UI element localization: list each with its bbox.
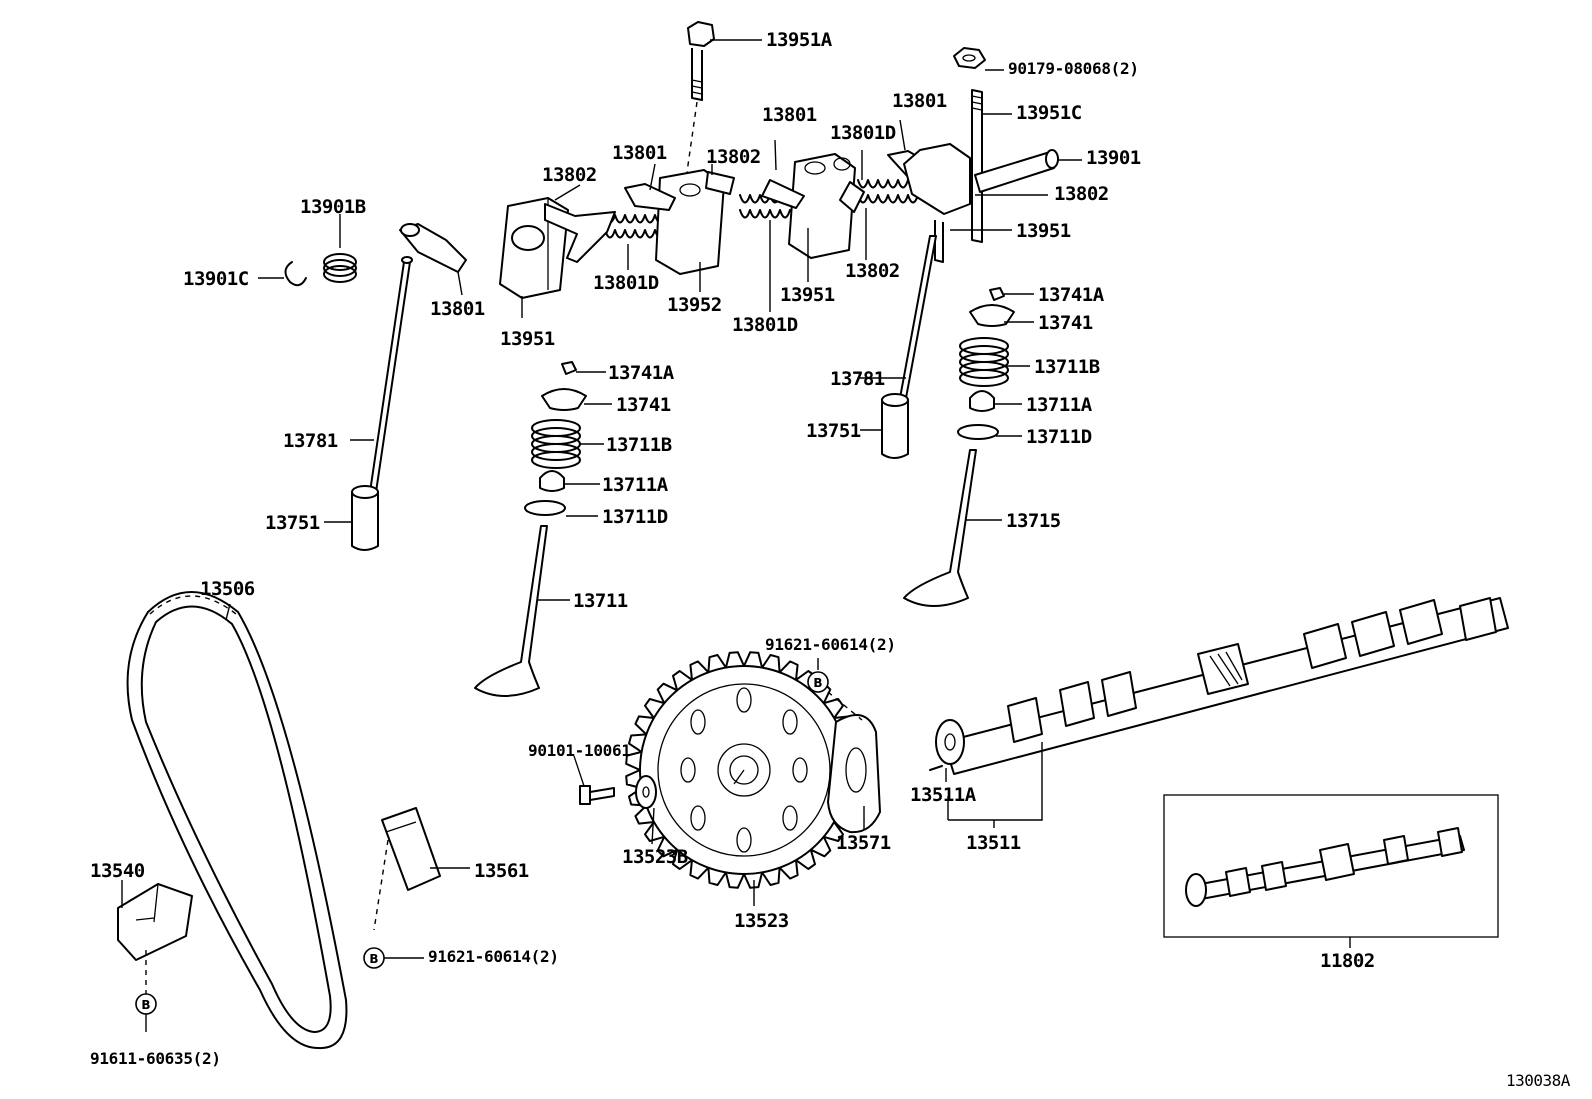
camshaft-13511 [929, 597, 1509, 775]
right-push-rod-13781 [899, 235, 937, 399]
marker-b-sprocket: B [807, 671, 829, 693]
right-valve-train [903, 287, 1015, 607]
rocker-shaft-assembly [284, 21, 1059, 299]
marker-b-damper: B [363, 947, 385, 969]
rocker-shaft-13901 [974, 149, 1059, 193]
thrust-plate-13571 [827, 691, 881, 834]
bolt-90101-10061 [573, 755, 615, 805]
svg-text:B: B [813, 676, 822, 690]
right-lifter-13751 [881, 393, 909, 459]
shaft-support-13951-center [788, 153, 856, 259]
spring-13901B [323, 253, 357, 283]
camshaft-sprocket-13523 [639, 665, 849, 875]
nut-90179-08068 [953, 47, 986, 69]
camshaft-kit-11802 [1163, 794, 1499, 938]
chain-damper-13561 [373, 807, 441, 931]
svg-text:B: B [141, 998, 150, 1012]
rocker-arms [399, 143, 971, 273]
left-lifter-13751 [351, 485, 379, 551]
left-push-rod-13781 [369, 256, 413, 493]
left-valve-train [474, 361, 587, 697]
camshaft-bracket [947, 742, 1043, 821]
washer-13523B [635, 775, 657, 809]
bolt-13951A [686, 21, 715, 173]
clip-13901C [284, 261, 307, 287]
timing-chain-13506 [126, 591, 348, 1050]
leader-lines [121, 39, 1351, 1032]
stud-13951C [971, 89, 983, 243]
marker-b-tensioner: B [135, 993, 157, 1015]
svg-text:B: B [369, 952, 378, 966]
sprocket-holes [680, 687, 808, 853]
chain-tensioner-13540 [117, 883, 193, 996]
